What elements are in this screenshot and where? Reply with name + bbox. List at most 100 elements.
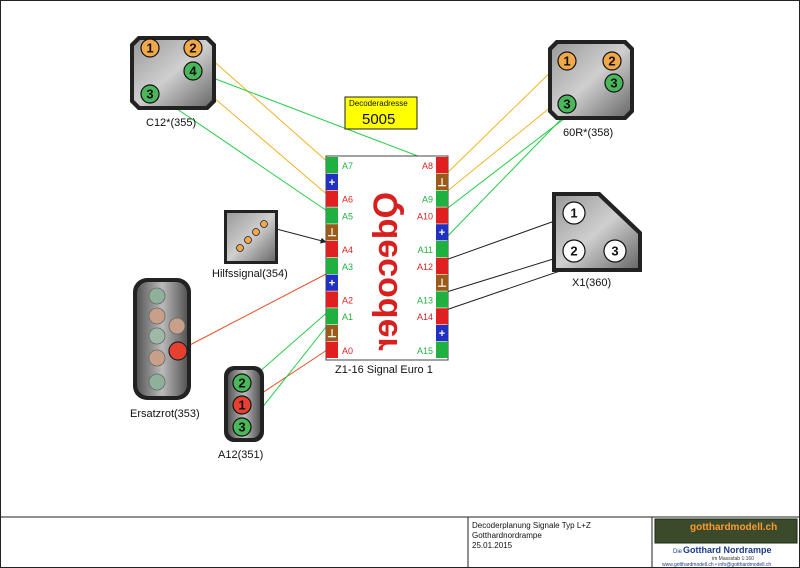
signal-c12-label: C12*(355) (146, 117, 196, 129)
decoder-pin-right-7[interactable]: ⊥ (436, 274, 448, 291)
s60r-led-3: 3 (557, 94, 577, 114)
decoder-pin-label: A9 (422, 195, 433, 205)
decoder-pin-left-2[interactable]: A6 (326, 190, 353, 207)
title-line-1: Decoderplanung Signale Typ L+Z (472, 521, 591, 530)
decoder-pin-left-5[interactable]: A4 (326, 241, 353, 258)
brand-footer: www.gotthardmodell.ch • info@gotthardmod… (662, 562, 771, 568)
c12-led-3-number: 3 (146, 87, 153, 102)
decoder-pin-symbol: + (439, 328, 445, 340)
decoder-pin-right-0[interactable]: A8 (422, 157, 448, 174)
decoder-pin-left-6[interactable]: A3 (326, 257, 353, 274)
decoder-name: Z1-16 Signal Euro 1 (335, 364, 433, 376)
decoder-pin-left-3[interactable]: A5 (326, 207, 353, 224)
decoder-pin-right-3[interactable]: A10 (417, 207, 448, 224)
decoder-pin-left-4[interactable]: ⊥ (326, 224, 338, 241)
title-line-3: 25.01.2015 (472, 541, 513, 550)
decoder-pin-right-2[interactable]: A9 (422, 190, 448, 207)
ersatz-lamp-3 (168, 317, 186, 335)
signal-hilfs[interactable]: Hilfssignal(354) (212, 210, 288, 280)
decoder-pin-label: A0 (342, 346, 353, 356)
decoder-pin-symbol: + (329, 278, 335, 290)
decoder-pin-left-8[interactable]: A2 (326, 291, 353, 308)
brand-title: Gotthard Nordrampe (683, 545, 772, 555)
decoder-pin-label: A4 (342, 245, 353, 255)
decoder-pin-label: A11 (418, 245, 433, 255)
decoder-pin-left-10[interactable]: ⊥ (326, 325, 338, 342)
hilfs-led-1 (236, 244, 244, 252)
decoder-pin-right-9[interactable]: A14 (417, 308, 448, 325)
brand-prefix: Die (673, 549, 683, 555)
brand-banner: gotthardmodell.ch (690, 522, 777, 533)
c12-led-1: 2 (183, 38, 203, 58)
address-label: Decoderadresse (349, 99, 408, 108)
ersatz-lamp-1 (148, 287, 166, 305)
decoder-pin-label: A5 (342, 211, 353, 221)
wire-x1-1 (439, 217, 564, 264)
ersatz-lamp-5 (148, 349, 166, 367)
a12-led-0: 2 (232, 373, 252, 393)
decoder-pin-left-0[interactable]: A7 (326, 157, 353, 174)
signal-a12[interactable]: 213 A12(351) (218, 366, 264, 461)
hilfs-led-4 (260, 220, 268, 228)
decoder-pin-label: A8 (422, 161, 433, 171)
a12-led-0-number: 2 (238, 376, 245, 391)
decoder-body (325, 155, 449, 361)
decoder-pin-right-8[interactable]: A13 (417, 291, 448, 308)
wire-60r-3b (439, 105, 575, 245)
c12-led-2: 4 (183, 61, 203, 81)
decoder-pin-left-7[interactable]: + (326, 274, 338, 291)
wire-a12-2 (249, 309, 331, 381)
ersatz-lamp-2 (148, 307, 166, 325)
decoder-pin-label: A6 (342, 195, 353, 205)
wire-c12-4 (199, 72, 437, 164)
c12-led-0-number: 1 (146, 41, 153, 56)
wire-x1-2 (439, 255, 564, 296)
ersatz-lamp-6 (148, 373, 166, 391)
signal-c12[interactable]: 1 2 4 3 C12*(355) (130, 36, 216, 129)
s60r-led-1: 2 (602, 51, 622, 71)
x1-led-1: 2 (562, 239, 586, 263)
wire-c12-2 (200, 49, 331, 165)
address-box: Decoderadresse 5005 (344, 96, 418, 130)
decoder-pin-symbol: ⊥ (437, 278, 447, 290)
decoder-pin-right-4[interactable]: + (436, 224, 448, 241)
decoder-pin-right-10[interactable]: + (436, 325, 448, 342)
decoder-pin-right-6[interactable]: A12 (417, 257, 448, 274)
decoder-pin-symbol: ⊥ (327, 227, 337, 239)
x1-led-2-number: 3 (611, 244, 618, 259)
x1-led-0-number: 1 (570, 206, 577, 221)
title-block: Decoderplanung Signale Typ L+Z Gotthardn… (472, 518, 798, 568)
a12-led-1-number: 1 (238, 398, 245, 413)
title-line-2: Gotthardnordrampe (472, 531, 542, 540)
signal-ersatz[interactable]: Ersatzrot(353) (130, 278, 200, 420)
decoder-pin-right-11[interactable]: A15 (417, 341, 448, 358)
decoder-pin-symbol: + (439, 227, 445, 239)
decoder-pin-left-11[interactable]: A0 (326, 341, 353, 358)
decoder-pin-left-1[interactable]: + (326, 173, 338, 190)
decoder-pin-right-5[interactable]: A11 (418, 241, 448, 258)
decoder-pin-symbol: ⊥ (327, 328, 337, 340)
a12-led-2: 3 (232, 417, 252, 437)
decoder-pin-left-9[interactable]: A1 (326, 308, 353, 325)
decoder-pin-label: A12 (417, 262, 433, 272)
x1-led-2: 3 (603, 239, 627, 263)
s60r-led-1-number: 2 (608, 54, 615, 69)
hilfs-led-2 (244, 236, 252, 244)
brand-scale: im Massstab 1:160 (712, 556, 754, 562)
decoder-pin-label: A7 (342, 161, 353, 171)
ersatz-lamp-4 (148, 327, 166, 345)
wire-c12-3 (157, 95, 331, 214)
decoder-pin-label: A1 (342, 312, 353, 322)
decoder-pin-label: A14 (417, 312, 433, 322)
decoder-pin-right-1[interactable]: ⊥ (436, 173, 448, 190)
a12-led-2-number: 3 (238, 420, 245, 435)
s60r-led-0-number: 1 (563, 54, 570, 69)
decoder-pin-label: A10 (417, 211, 433, 221)
s60r-led-2: 3 (604, 73, 624, 93)
s60r-led-0: 1 (557, 51, 577, 71)
c12-led-2-number: 4 (189, 64, 197, 79)
